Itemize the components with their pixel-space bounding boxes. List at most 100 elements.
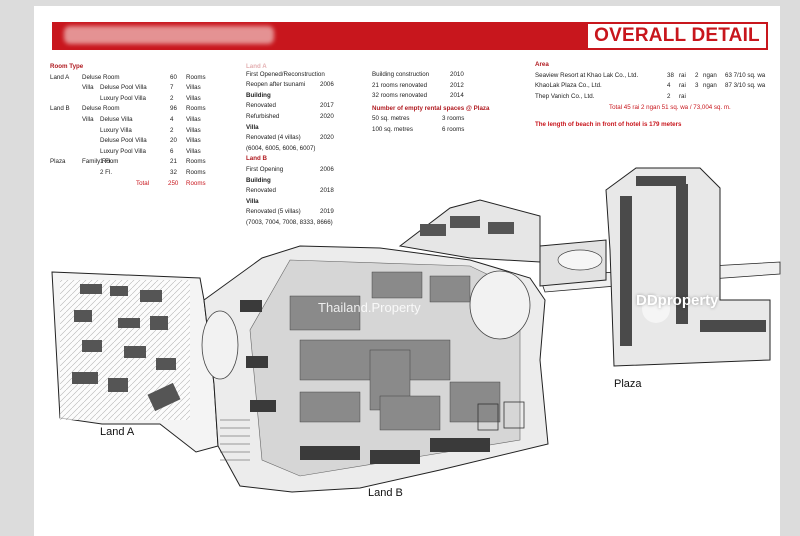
room-category: Deluse Room <box>82 105 120 113</box>
table-row: Deluse Pool Villa 20 Villas <box>50 136 220 147</box>
plaza-rooms <box>620 176 766 346</box>
villa-codes-a: (6004, 6005, 6006, 6007) <box>246 144 316 152</box>
room-category: Villa <box>82 84 94 92</box>
first-opened-label: First Opened/Reconstruction <box>246 70 325 78</box>
room-count: 2 <box>170 126 174 134</box>
renovated-villa-b-value: 2019 <box>320 208 334 216</box>
brand-watermark: DDproperty <box>636 292 719 309</box>
empty-spaces-heading: Number of empty rental spaces @ Plaza <box>372 104 490 112</box>
reopen-label: Reopen after tsunami <box>246 81 306 89</box>
area-ngan: 3 <box>695 82 699 90</box>
room-unit: Rooms <box>186 158 206 166</box>
first-opening-b-value: 2006 <box>320 165 334 173</box>
room-land: Land B <box>50 105 70 113</box>
room-land: Land A <box>50 73 70 81</box>
tennis-court-1 <box>477 403 499 431</box>
area-rai: 38 <box>667 71 674 79</box>
table-row: 32 rooms renovated 2014 <box>372 91 512 102</box>
room-count: 2 <box>170 94 174 102</box>
connector-buildings <box>420 216 514 236</box>
history-table: Land A First Opened/Reconstruction Reope… <box>246 62 356 229</box>
room-subtype: Deluse Pool Villa <box>100 84 147 92</box>
room-unit: Rooms <box>186 73 206 81</box>
table-row: Luxury Villa 2 Villas <box>50 126 220 137</box>
building-b-heading: Building <box>246 176 271 184</box>
room-subtype: 1 Fl. <box>100 158 113 166</box>
renovated-b-value: 2018 <box>320 187 334 195</box>
area-rai-unit: rai <box>679 92 686 100</box>
room-unit: Villas <box>186 126 201 134</box>
empty-space-count: 6 rooms <box>442 125 465 133</box>
plaza-history-label: 21 rooms renovated <box>372 81 428 89</box>
renovated-villa-a-label: Renovated (4 villas) <box>246 134 301 142</box>
room-count: 96 <box>170 105 177 113</box>
label-land-b: Land B <box>368 487 403 499</box>
total-unit: Rooms <box>186 179 206 187</box>
land-b-blocks <box>289 271 501 431</box>
total-label: Total <box>136 179 150 187</box>
area-ngan-unit: ngan <box>703 71 717 79</box>
beach-note: The length of beach in front of hotel is… <box>535 120 682 128</box>
villa-b-heading: Villa <box>246 197 259 205</box>
villa-codes-b: (7003, 7004, 7008, 8333, 8666) <box>246 218 333 226</box>
table-row: Land B Deluse Room 96 Rooms <box>50 104 220 115</box>
table-row: Seaview Resort at Khao Lak Co., Ltd. 38 ra… <box>535 71 775 82</box>
land-b-heading: Land B <box>246 155 267 163</box>
plaza-history-label: 32 rooms renovated <box>372 92 428 100</box>
area-owner: Seaview Resort at Khao Lak Co., Ltd. <box>535 71 639 79</box>
table-row: 21 rooms renovated 2012 <box>372 81 512 92</box>
room-subtype: Deluse Villa <box>100 115 133 123</box>
room-subtype: Luxury Villa <box>100 126 132 134</box>
area-sqwa: 87 3/10 sq. wa <box>725 82 766 90</box>
area-table: Area Seaview Resort at Khao Lak Co., Ltd… <box>535 60 775 131</box>
blurred-logo <box>64 26 274 44</box>
first-opening-b-label: First Opening <box>246 165 284 173</box>
connector-plot <box>398 199 541 263</box>
room-count: 20 <box>170 137 177 145</box>
empty-space-count: 3 rooms <box>442 115 465 123</box>
room-type-heading: Room Type <box>50 63 84 70</box>
room-subtype: Deluse Pool Villa <box>100 137 147 145</box>
room-unit: Villas <box>186 137 201 145</box>
renovated-villa-b-label: Renovated (5 villas) <box>246 208 301 216</box>
area-rai-unit: rai <box>679 82 686 90</box>
plaza-history-value: 2010 <box>450 71 464 78</box>
total-value: 250 <box>168 179 179 187</box>
room-type-total-row: Total 250 Rooms <box>50 179 220 190</box>
refurbished-a-value: 2020 <box>320 112 334 120</box>
area-heading: Area <box>535 61 549 68</box>
watermark-logo <box>642 295 670 323</box>
room-count: 32 <box>170 168 177 176</box>
area-rai-unit: rai <box>679 71 686 79</box>
plaza-pool <box>557 249 603 271</box>
area-rows: Seaview Resort at Khao Lak Co., Ltd. 38 ra… <box>535 71 775 103</box>
label-land-a: Land A <box>100 426 135 438</box>
header-banner <box>52 22 586 50</box>
plaza-history-value: 2014 <box>450 92 464 100</box>
page-title: OVERALL DETAIL <box>594 25 760 46</box>
empty-space-size: 50 sq. metres <box>372 115 410 123</box>
history-heading: Land A <box>246 63 267 70</box>
tennis-court-2 <box>503 401 525 429</box>
room-category: Family Room <box>82 158 119 166</box>
area-sqwa: 63 7/10 sq. wa <box>725 71 766 79</box>
renovated-villa-a-value: 2020 <box>320 134 334 142</box>
renovated-b-label: Renovated <box>246 187 276 195</box>
room-unit: Rooms <box>186 105 206 113</box>
room-count: 60 <box>170 73 177 81</box>
area-owner: KhaoLak Plaza Co., Ltd. <box>535 82 602 90</box>
plaza-history-value: 2012 <box>450 81 464 89</box>
renovated-a-value: 2017 <box>320 102 334 110</box>
title-box: OVERALL DETAIL <box>586 22 768 50</box>
room-count: 7 <box>170 84 174 92</box>
